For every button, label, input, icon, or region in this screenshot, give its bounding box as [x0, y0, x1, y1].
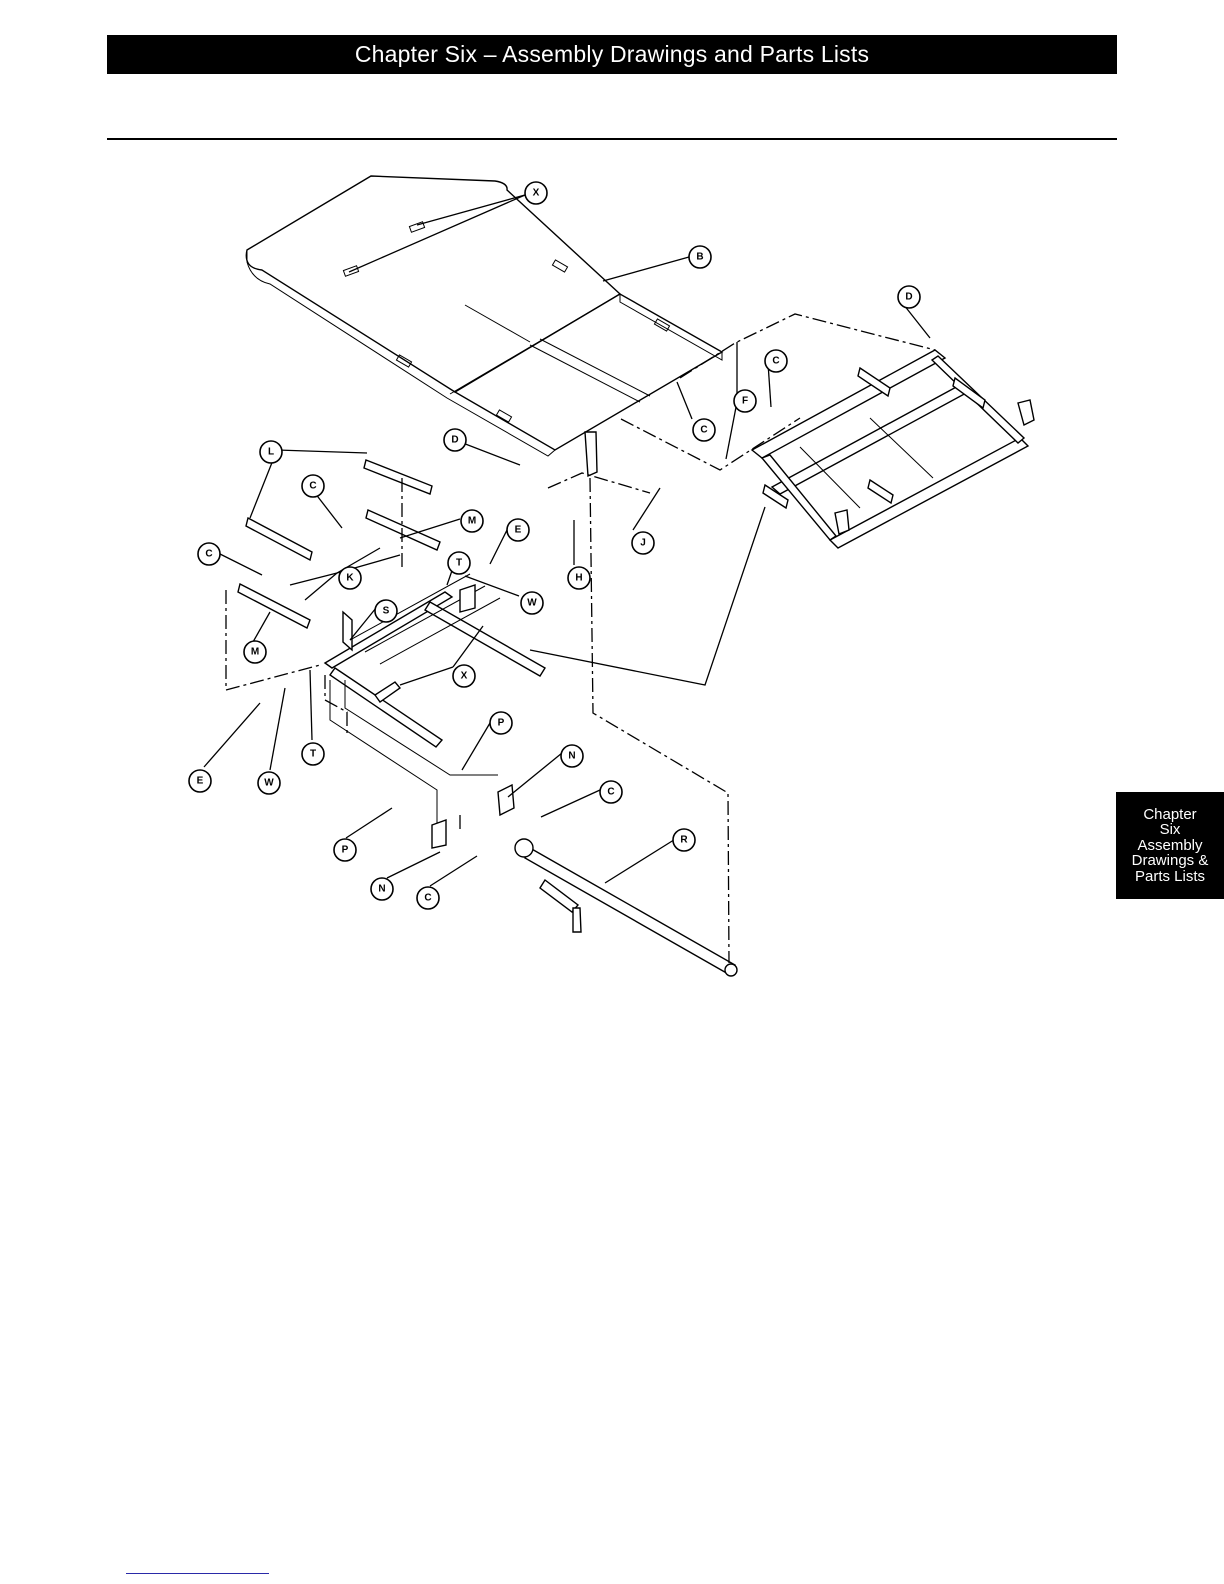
callout-n-right: N: [561, 745, 583, 767]
svg-text:D: D: [451, 435, 458, 446]
callout-x-top: X: [525, 182, 547, 204]
callout-k: K: [339, 567, 361, 589]
callout-e-bottom: E: [189, 770, 211, 792]
svg-text:J: J: [640, 538, 646, 549]
svg-text:T: T: [456, 558, 462, 569]
callout-n-left: N: [371, 878, 393, 900]
callout-j: J: [632, 532, 654, 554]
svg-text:W: W: [527, 598, 537, 609]
callout-d-left: D: [444, 429, 466, 451]
svg-text:X: X: [533, 188, 540, 199]
callout-l: L: [260, 441, 282, 463]
svg-text:S: S: [383, 606, 390, 617]
callout-p-right: P: [490, 712, 512, 734]
upper-frame-part: [752, 350, 1034, 548]
callout-c-tabletop: C: [693, 419, 715, 441]
callout-p-left: P: [334, 839, 356, 861]
callout-c-bracket-left: C: [198, 543, 220, 565]
callout-b: B: [689, 246, 711, 268]
svg-text:P: P: [342, 845, 349, 856]
callout-h: H: [568, 567, 590, 589]
callout-s: S: [375, 600, 397, 622]
lower-frame-part: [325, 574, 545, 848]
svg-text:E: E: [515, 525, 522, 536]
svg-text:M: M: [468, 516, 476, 527]
callout-c-mount: C: [600, 781, 622, 803]
callout-t-bottom: T: [302, 743, 324, 765]
svg-text:T: T: [310, 749, 316, 760]
bracket-parts: [238, 460, 440, 628]
svg-text:F: F: [742, 396, 748, 407]
svg-text:X: X: [461, 671, 468, 682]
svg-text:B: B: [696, 252, 703, 263]
svg-text:D: D: [905, 292, 912, 303]
svg-text:H: H: [575, 573, 582, 584]
callout-c-bottom: C: [417, 887, 439, 909]
callout-w-bottom: W: [258, 772, 280, 794]
callout-x-bottom: X: [453, 665, 475, 687]
footer-link-underline[interactable]: [126, 1573, 269, 1574]
svg-text:K: K: [346, 573, 354, 584]
callout-w-top: W: [521, 592, 543, 614]
callout-m-top: M: [461, 510, 483, 532]
svg-text:C: C: [205, 549, 212, 560]
side-tab-line-4: Drawings &: [1132, 853, 1209, 869]
svg-text:C: C: [700, 425, 707, 436]
svg-text:P: P: [498, 718, 505, 729]
svg-text:W: W: [264, 778, 274, 789]
svg-text:N: N: [378, 884, 385, 895]
svg-text:R: R: [680, 835, 688, 846]
callout-f: F: [734, 390, 756, 412]
handle-part: [515, 839, 737, 976]
tabletop-part: [246, 176, 722, 476]
svg-text:M: M: [251, 647, 259, 658]
svg-text:C: C: [607, 787, 614, 798]
svg-text:N: N: [568, 751, 575, 762]
svg-text:C: C: [309, 481, 316, 492]
svg-text:E: E: [197, 776, 204, 787]
side-tab-line-3: Assembly: [1137, 838, 1202, 854]
callout-c-frame: C: [765, 350, 787, 372]
svg-text:C: C: [772, 356, 779, 367]
callout-r: R: [673, 829, 695, 851]
callout-d-right: D: [898, 286, 920, 308]
callout-c-bracket-top: C: [302, 475, 324, 497]
svg-text:C: C: [424, 893, 431, 904]
chapter-side-tab[interactable]: Chapter Six Assembly Drawings & Parts Li…: [1116, 792, 1224, 899]
side-tab-line-1: Chapter: [1143, 807, 1196, 823]
callout-m-bottom: M: [244, 641, 266, 663]
svg-text:L: L: [268, 447, 274, 458]
side-tab-line-2: Six: [1160, 822, 1181, 838]
side-tab-line-5: Parts Lists: [1135, 869, 1205, 885]
callout-e-top: E: [507, 519, 529, 541]
callout-t-top: T: [448, 552, 470, 574]
